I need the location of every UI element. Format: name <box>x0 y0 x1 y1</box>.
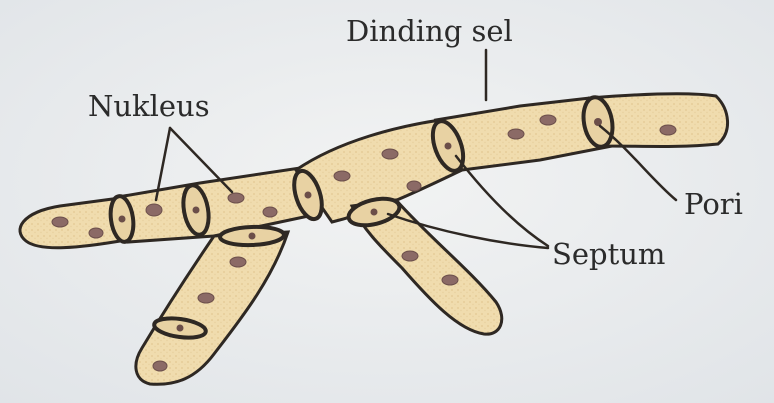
pore-4 <box>445 143 452 150</box>
nucleus <box>89 228 103 238</box>
nucleus <box>508 129 524 139</box>
nucleus <box>228 193 244 203</box>
nucleus <box>146 204 162 216</box>
nucleus <box>660 125 676 135</box>
nucleus <box>153 361 167 371</box>
pore-6 <box>371 209 378 216</box>
nucleus <box>263 207 277 217</box>
nucleus <box>402 251 418 261</box>
label-septum: Septum <box>552 237 665 271</box>
nucleus <box>198 293 214 303</box>
nucleus <box>407 181 421 191</box>
pore-8 <box>177 325 184 332</box>
nucleus <box>540 115 556 125</box>
pore-2 <box>193 207 200 214</box>
pore-3 <box>305 192 312 199</box>
label-dinding-sel: Dinding sel <box>346 14 513 48</box>
nucleus <box>382 149 398 159</box>
pore-5 <box>594 118 602 126</box>
label-nukleus: Nukleus <box>88 89 210 123</box>
nucleus <box>52 217 68 227</box>
pore-1 <box>119 216 126 223</box>
nucleus <box>230 257 246 267</box>
label-pori: Pori <box>684 187 743 221</box>
pore-7 <box>249 233 256 240</box>
nucleus <box>334 171 350 181</box>
nucleus <box>442 275 458 285</box>
